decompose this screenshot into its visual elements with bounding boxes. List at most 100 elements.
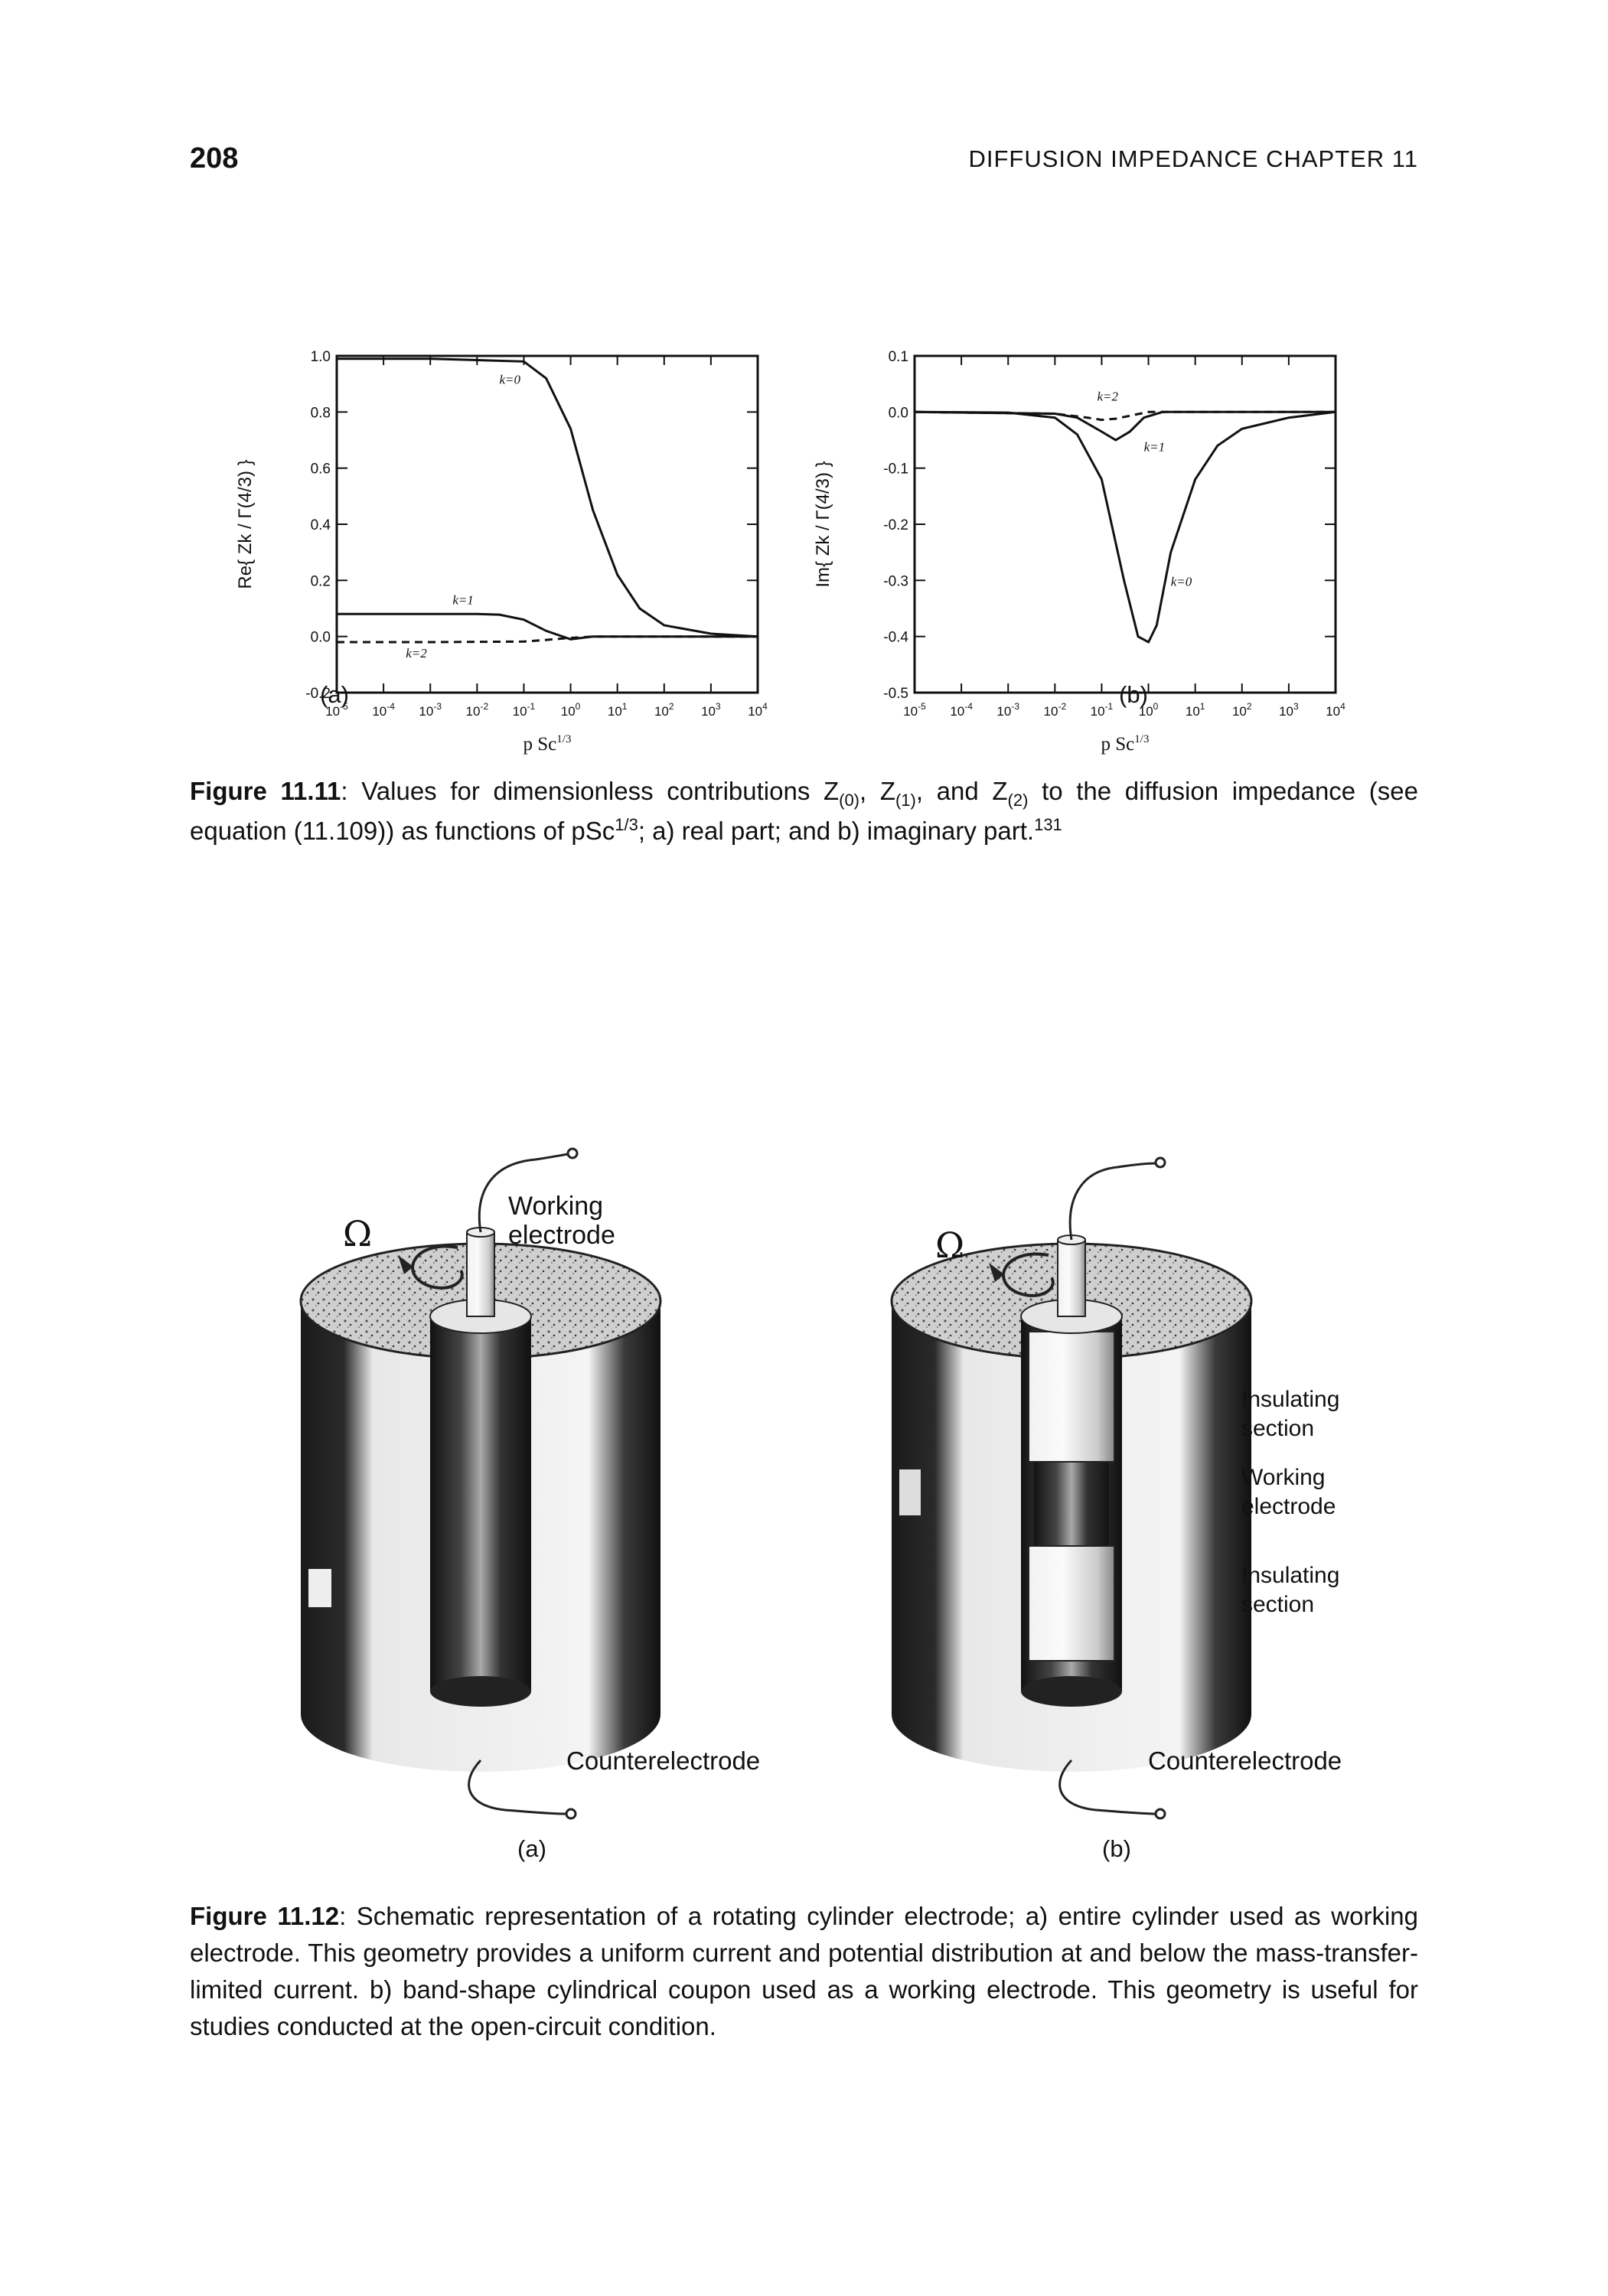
- rotation-arrow-icon: [1002, 1252, 1055, 1297]
- figure-11-12-caption: Figure 11.12: Schematic representation o…: [190, 1898, 1418, 2045]
- tick-exponent: -2: [1058, 701, 1066, 712]
- caption-text: ; a) real part; and b) imaginary part.: [638, 817, 1035, 845]
- tick-exponent: 4: [762, 701, 768, 712]
- reference-port: [899, 1469, 921, 1515]
- tick-exponent: -4: [964, 701, 973, 712]
- tick-base: 10: [950, 704, 964, 719]
- x-tick-label: 103: [701, 701, 721, 719]
- caption-text: : Schematic representation of a rotating…: [190, 1902, 1418, 2040]
- label-line: section: [1241, 1416, 1315, 1441]
- caption-text: , Z: [859, 777, 895, 805]
- tick-base: 10: [748, 704, 762, 719]
- caption-label: Figure 11.12: [190, 1902, 340, 1930]
- x-tick-label: 100: [561, 701, 581, 719]
- fig11-11-label-b: (b): [1119, 681, 1148, 708]
- x-axis-base: p Sc: [523, 734, 557, 755]
- tick-base: 10: [1044, 704, 1058, 719]
- rod-bottom: [1021, 1676, 1122, 1707]
- caption-reference: 131: [1034, 815, 1062, 834]
- cylinder-b: [890, 1156, 1253, 1820]
- y-tick-label: -0.2: [883, 517, 908, 533]
- tick-exponent: 3: [1293, 701, 1299, 712]
- tick-exponent: -2: [480, 701, 488, 712]
- curve-annotation: k=0: [1171, 575, 1192, 589]
- tick-base: 10: [1232, 704, 1247, 719]
- y-tick-label: 0.6: [311, 461, 331, 478]
- x-axis-exponent: 1/3: [1134, 733, 1149, 745]
- counterelectrode-label-a: Counterelectrode: [566, 1746, 761, 1775]
- series-line-k0: [337, 357, 758, 638]
- tick-base: 10: [701, 704, 716, 719]
- x-tick-label: 10-3: [419, 701, 442, 719]
- x-tick-label: 101: [1186, 701, 1205, 719]
- curve-annotation: k=1: [452, 593, 474, 608]
- x-tick-label: 102: [1232, 701, 1252, 719]
- caption-sub: (1): [895, 791, 916, 810]
- tick-exponent: -4: [387, 701, 395, 712]
- x-tick-label: 101: [608, 701, 628, 719]
- y-tick-label: 0.8: [311, 405, 331, 421]
- working-electrode-band: [1032, 1461, 1111, 1547]
- x-axis-base: p Sc: [1101, 734, 1135, 755]
- insulating-section-bottom-label: Insulating section: [1241, 1561, 1339, 1619]
- caption-text: : Values for dimensionless contributions…: [341, 777, 840, 805]
- working-lead-wire: [1068, 1162, 1156, 1241]
- cylinder-a: [299, 1147, 662, 1820]
- x-axis-label: p Sc1/3: [523, 733, 572, 755]
- series-line-k0: [914, 410, 1336, 644]
- counter-lead-wire: [468, 1759, 567, 1815]
- y-tick-label: 0.2: [311, 573, 331, 589]
- tick-exponent: -3: [433, 701, 442, 712]
- terminal-icon: [1154, 1808, 1166, 1820]
- terminal-icon: [565, 1808, 577, 1820]
- x-tick-label: 103: [1279, 701, 1299, 719]
- x-axis-label: p Sc1/3: [1101, 733, 1150, 755]
- curve-annotation: k=0: [499, 373, 520, 387]
- y-tick-label: -0.4: [883, 630, 908, 646]
- tick-base: 10: [654, 704, 669, 719]
- x-tick-label: 10-4: [950, 701, 973, 719]
- tick-base: 10: [608, 704, 622, 719]
- y-tick-label: -0.3: [883, 573, 908, 589]
- y-axis-label: Im{ Zk / Γ(4/3) }: [813, 461, 833, 587]
- figure-11-11-caption: Figure 11.11: Values for dimensionless c…: [190, 773, 1418, 853]
- y-tick-label: 1.0: [311, 349, 331, 365]
- tick-exponent: -3: [1011, 701, 1019, 712]
- tick-base: 10: [1326, 704, 1340, 719]
- tick-exponent: 0: [1153, 701, 1159, 712]
- tick-base: 10: [466, 704, 481, 719]
- caption-text: , and Z: [915, 777, 1008, 805]
- cylinder-base: [301, 1657, 660, 1772]
- caption-sup: 1/3: [615, 815, 638, 834]
- curve-annotation: k=1: [1144, 440, 1166, 455]
- y-tick-label: 0.4: [311, 517, 331, 533]
- tick-base: 10: [1091, 704, 1105, 719]
- reference-port: [308, 1569, 331, 1607]
- tick-base: 10: [325, 704, 340, 719]
- arrowhead-icon: [989, 1263, 1004, 1282]
- tick-base: 10: [419, 704, 433, 719]
- arrowhead-icon: [398, 1255, 413, 1274]
- rod-bottom: [430, 1676, 531, 1707]
- tick-base: 10: [1139, 704, 1153, 719]
- tick-exponent: 2: [669, 701, 674, 712]
- tick-base: 10: [372, 704, 387, 719]
- x-tick-label: 10-1: [513, 701, 536, 719]
- y-axis-label: Re{ Zk / Γ(4/3) }: [235, 459, 256, 589]
- caption-sub: (0): [839, 791, 860, 810]
- page-number: 208: [190, 142, 239, 174]
- tick-exponent: 4: [1340, 701, 1345, 712]
- label-line: electrode: [1241, 1494, 1336, 1519]
- counter-lead-wire: [1058, 1759, 1156, 1815]
- working-lead-wire: [478, 1153, 569, 1233]
- tick-exponent: 0: [576, 701, 581, 712]
- x-tick-label: 104: [748, 701, 768, 719]
- fig11-12-label-a: (a): [517, 1835, 546, 1862]
- caption-label: Figure 11.11: [190, 777, 341, 805]
- counterelectrode-label-b: Counterelectrode: [1148, 1746, 1342, 1775]
- curve-annotation: k=2: [1098, 390, 1119, 404]
- x-tick-label: 10-5: [903, 701, 926, 719]
- x-tick-label: 102: [654, 701, 674, 719]
- rotation-arrow-icon: [411, 1244, 464, 1290]
